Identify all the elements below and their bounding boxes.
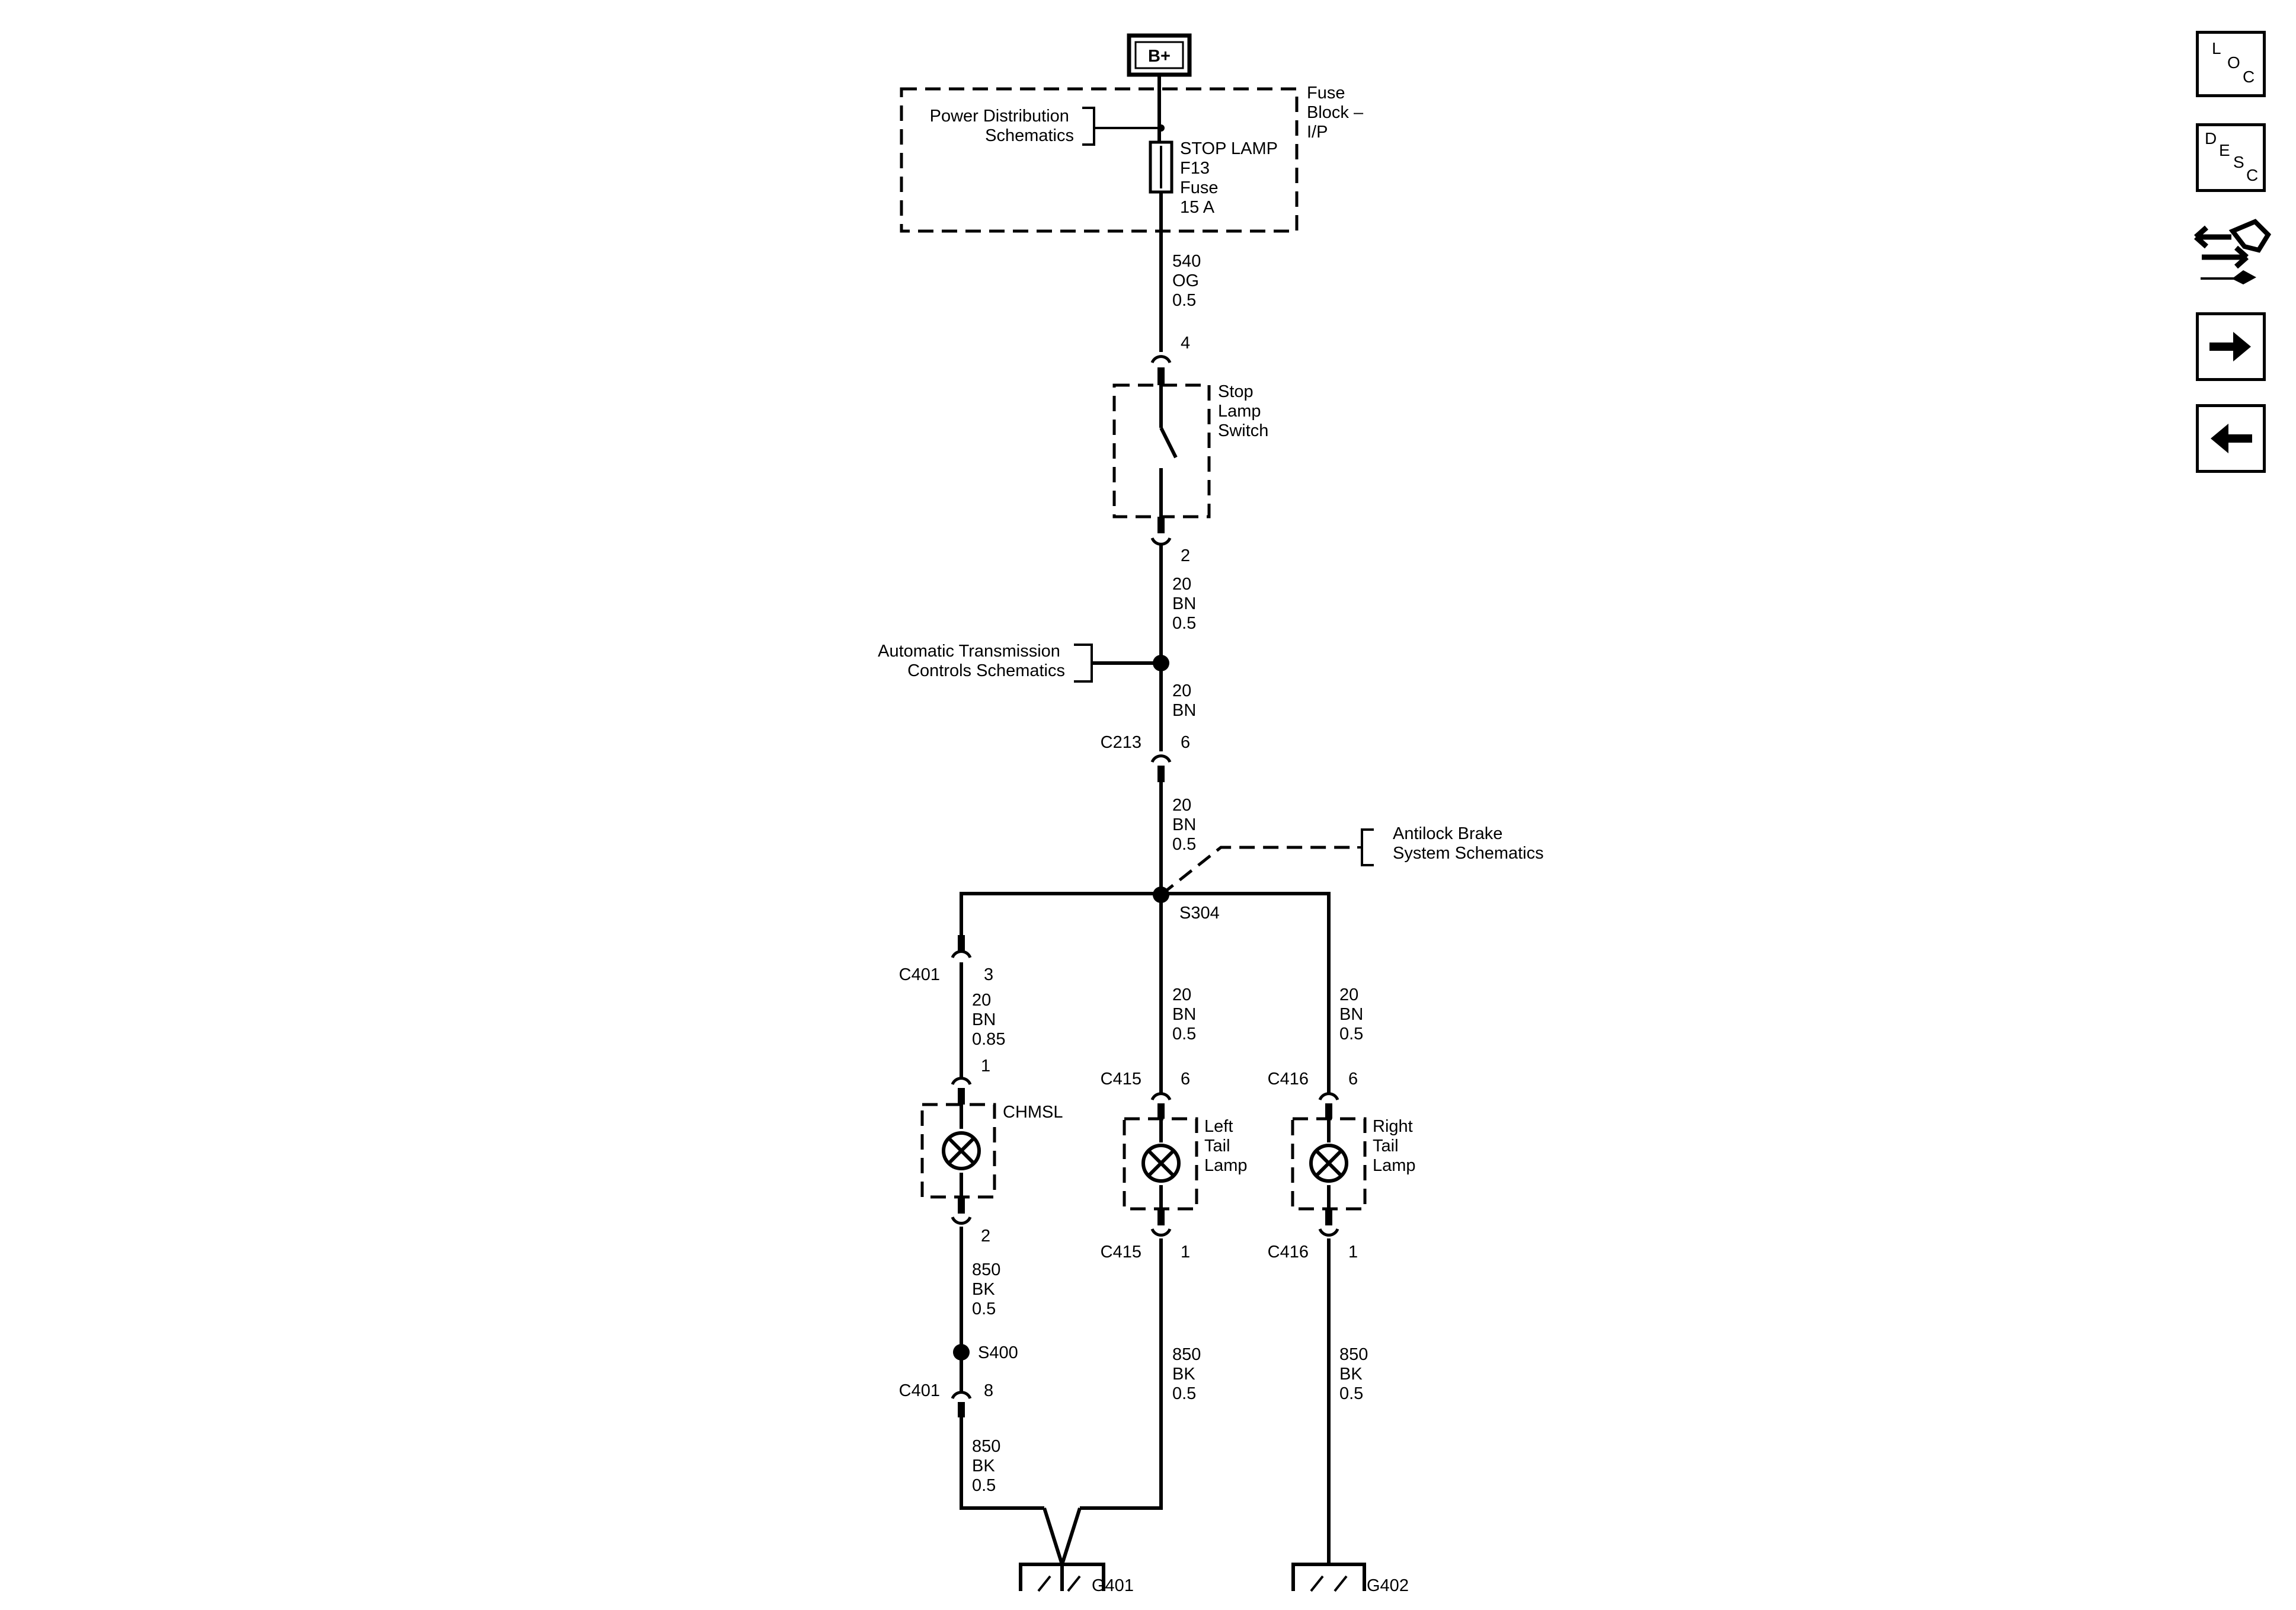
wire-850-label-left: 850 BK 0.5: [1172, 1345, 1205, 1403]
svg-text:C416: C416: [1268, 1070, 1309, 1089]
svg-text:E: E: [2219, 141, 2230, 159]
previous-button[interactable]: [2196, 404, 2266, 473]
wire-20-label-right: 20 BN 0.5: [1339, 985, 1368, 1044]
connector-c416-bottom: C416 1: [1268, 1209, 1358, 1262]
connector-c401-top: C401 3: [899, 935, 993, 984]
switch-pin-in: 4: [1181, 334, 1190, 353]
loc-icon: L O C: [2212, 39, 2255, 86]
desc-icon: D E S C: [2205, 129, 2258, 184]
ground-icon: [1291, 1563, 1366, 1591]
svg-text:C415: C415: [1101, 1243, 1141, 1262]
desc-button[interactable]: D E S C: [2196, 123, 2266, 192]
svg-text:C416: C416: [1268, 1243, 1309, 1262]
right-tail-lamp-label: Right Tail Lamp: [1373, 1117, 1418, 1175]
fuse-block-title: Fuse Block – I/P: [1307, 84, 1368, 142]
connector-repair-button[interactable]: [2190, 213, 2273, 290]
wire-850-label-chmsl: 850 BK 0.5: [972, 1260, 1005, 1318]
connector-c415-top: C415 6: [1101, 1070, 1190, 1119]
ground-g401: G401: [960, 1506, 1163, 1595]
battery-positive-terminal: B+: [1127, 33, 1192, 77]
wire-20-label-a: 20 BN 0.5: [1172, 575, 1201, 633]
svg-text:C401: C401: [899, 965, 940, 984]
left-tail-lamp: Left Tail Lamp: [1123, 1117, 1248, 1211]
splice-s304-label: S304: [1179, 904, 1220, 923]
svg-text:1: 1: [981, 1057, 990, 1076]
splice-s400-label: S400: [978, 1343, 1018, 1362]
svg-text:L: L: [2212, 39, 2221, 57]
svg-text:C401: C401: [899, 1381, 940, 1400]
svg-text:G401: G401: [1092, 1576, 1134, 1595]
svg-text:C213: C213: [1101, 733, 1141, 752]
connector-c416-top: C416 6: [1268, 1070, 1358, 1119]
right-tail-lamp: Right Tail Lamp: [1291, 1117, 1418, 1211]
power-distribution-reference[interactable]: Power Distribution Schematics: [930, 107, 1074, 145]
fuse-block: Fuse Block – I/P STOP LAMP F13 Fuse 15 A…: [900, 84, 1368, 233]
battery-label: B+: [1148, 47, 1171, 66]
connector-repair-icon: [2194, 219, 2272, 284]
wire-20-label-chmsl: 20 BN 0.85: [972, 991, 1005, 1049]
svg-text:Automatic Transmission C: Automatic Transmission Controls Schemati…: [878, 642, 1065, 680]
wire-850-label-right: 850 BK 0.5: [1339, 1345, 1373, 1403]
wire-20-label-c: 20 BN 0.5: [1172, 796, 1201, 854]
svg-text:6: 6: [1181, 1070, 1190, 1089]
svg-text:1: 1: [1348, 1243, 1358, 1262]
svg-text:2: 2: [981, 1227, 990, 1246]
chmsl-label: CHMSL: [1003, 1103, 1063, 1122]
fuse-label: STOP LAMP F13 Fuse 15 A: [1180, 139, 1282, 217]
abs-reference[interactable]: Antilock Brake System Schematics: [1160, 824, 1544, 896]
ground-g402: G402: [1291, 1563, 1409, 1595]
arrow-right-icon: [2209, 332, 2251, 361]
svg-text:8: 8: [984, 1381, 993, 1400]
svg-text:C415: C415: [1101, 1070, 1141, 1089]
svg-text:1: 1: [1181, 1243, 1190, 1262]
connector-c415-bottom: C415 1: [1101, 1209, 1190, 1262]
fuse-block-outline: [900, 87, 1299, 233]
wire-540-label: 540 OG 0.5: [1172, 252, 1205, 310]
left-tail-lamp-label: Left Tail Lamp: [1204, 1117, 1248, 1175]
stop-lamp-switch: 4 2 Stop Lamp Switch: [1112, 334, 1268, 565]
stop-lamp-switch-label: Stop Lamp Switch: [1218, 382, 1268, 440]
connector-c213: C213 6: [1101, 733, 1190, 782]
auto-trans-reference[interactable]: Automatic Transmission Controls Schemati…: [878, 642, 1169, 683]
svg-text:Antilock Brake System Sc: Antilock Brake System Schematics: [1393, 824, 1544, 863]
svg-text:3: 3: [984, 965, 993, 984]
splice-dot-auto-trans: [1153, 655, 1169, 671]
svg-text:6: 6: [1181, 733, 1190, 752]
connector-c401-bottom: C401 8: [899, 1381, 993, 1417]
svg-text:6: 6: [1348, 1070, 1358, 1089]
chmsl-lamp: 1 2 CHMSL: [920, 1057, 1063, 1246]
splice-s400: [953, 1344, 970, 1361]
svg-text:D: D: [2205, 129, 2217, 148]
svg-text:C: C: [2243, 68, 2255, 86]
svg-text:S: S: [2233, 153, 2244, 171]
svg-text:O: O: [2227, 53, 2240, 72]
loc-button[interactable]: L O C: [2196, 31, 2266, 97]
wire-850-label-g401: 850 BK 0.5: [972, 1437, 1005, 1495]
wire-20-label-left: 20 BN 0.5: [1172, 985, 1201, 1044]
svg-text:C: C: [2246, 166, 2258, 184]
switch-pin-out: 2: [1181, 546, 1190, 565]
svg-text:G402: G402: [1367, 1576, 1409, 1595]
wire-20-label-b: 20 BN: [1172, 681, 1196, 720]
ground-icon: [1019, 1563, 1105, 1591]
arrow-left-icon: [2211, 424, 2252, 453]
next-button[interactable]: [2196, 312, 2266, 381]
